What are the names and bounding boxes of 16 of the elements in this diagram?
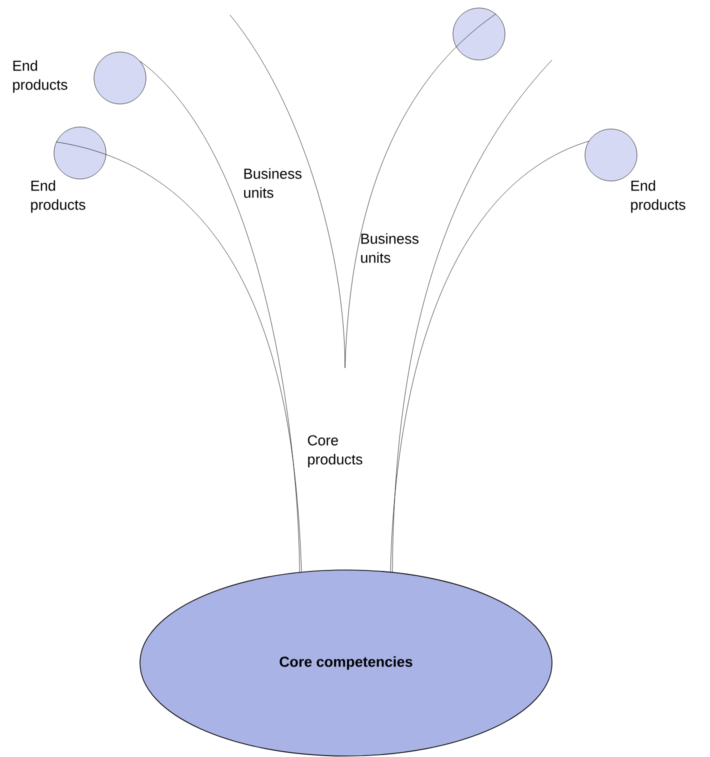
branch-label: Core products bbox=[308, 435, 362, 468]
branch-line bbox=[390, 140, 589, 572]
circle-node bbox=[54, 126, 106, 180]
ellipse-node: Core competencies bbox=[140, 570, 552, 756]
branch-line bbox=[56, 142, 302, 572]
circle-node bbox=[94, 52, 146, 104]
branch-line bbox=[230, 14, 496, 368]
circle-node bbox=[584, 128, 638, 182]
node-caption: End products bbox=[13, 60, 68, 93]
node-caption: End products bbox=[31, 180, 86, 213]
branch-label: Business units bbox=[244, 168, 302, 198]
branch-line bbox=[140, 60, 300, 572]
node-caption: End products bbox=[631, 180, 686, 213]
branch-label: Business units bbox=[361, 233, 418, 263]
branch-line bbox=[392, 60, 552, 572]
circle-node bbox=[452, 8, 506, 60]
